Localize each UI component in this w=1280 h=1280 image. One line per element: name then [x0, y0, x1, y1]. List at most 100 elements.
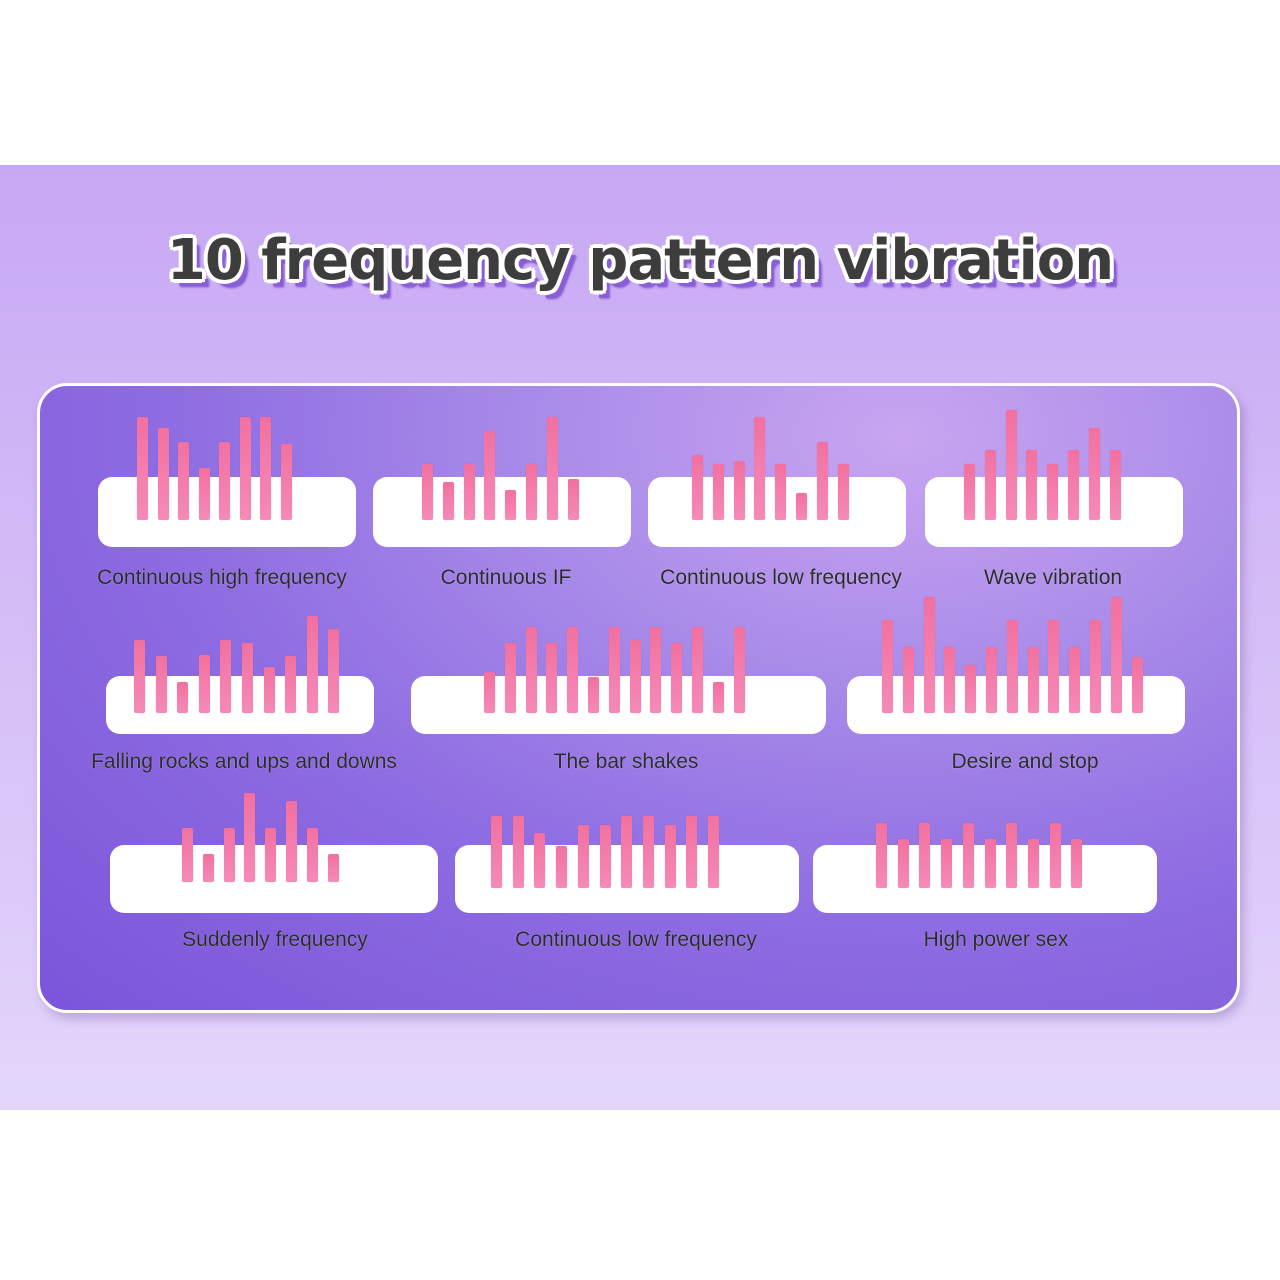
frequency-bar — [534, 833, 545, 888]
frequency-bar — [944, 647, 955, 713]
pattern-label: Suddenly frequency — [182, 928, 368, 951]
frequency-bar — [286, 801, 297, 882]
pattern-label: Falling rocks and ups and downs — [91, 750, 397, 773]
frequency-bar — [265, 828, 276, 882]
frequency-bar — [734, 461, 745, 520]
frequency-bar — [643, 816, 654, 888]
frequency-bar — [796, 493, 807, 520]
frequency-bar — [630, 640, 641, 713]
frequency-bar — [484, 672, 495, 713]
frequency-bar — [1006, 823, 1017, 888]
frequency-bar — [484, 431, 495, 520]
frequency-bar — [443, 482, 454, 520]
frequency-bar — [177, 682, 188, 713]
frequency-bar — [178, 442, 189, 520]
frequency-bar — [513, 816, 524, 888]
frequency-bar — [621, 816, 632, 888]
frequency-bar — [838, 464, 849, 520]
frequency-bar — [307, 828, 318, 882]
frequency-bar — [671, 643, 682, 713]
frequency-bar — [903, 647, 914, 713]
frequency-bar — [1068, 450, 1079, 520]
pattern-label: High power sex — [923, 928, 1069, 951]
frequency-bar — [240, 417, 251, 520]
frequency-bar — [817, 442, 828, 520]
frequency-bar — [686, 816, 697, 888]
pattern-label: Continuous IF — [440, 566, 572, 589]
frequency-bar — [422, 464, 433, 520]
frequency-bar — [328, 854, 339, 882]
frequency-bar — [220, 640, 231, 713]
frequency-bar — [924, 597, 935, 713]
frequency-bar — [882, 620, 893, 713]
frequency-bar — [734, 627, 745, 713]
frequency-bar — [567, 627, 578, 713]
frequency-bar — [986, 647, 997, 713]
frequency-bar — [941, 839, 952, 888]
frequency-bar — [898, 839, 909, 888]
frequency-bar — [182, 828, 193, 882]
frequency-bar — [713, 464, 724, 520]
frequency-bar — [199, 655, 210, 713]
frequency-bar — [199, 468, 210, 520]
pattern-label: Continuous low frequency — [515, 928, 757, 951]
frequency-bar — [137, 417, 148, 520]
pattern-card — [373, 477, 631, 547]
frequency-bar — [919, 823, 930, 888]
frequency-bar — [1090, 620, 1101, 713]
frequency-bar — [156, 656, 167, 713]
frequency-bar — [307, 616, 318, 713]
pattern-label: Wave vibration — [983, 566, 1123, 589]
frequency-bar — [665, 825, 676, 888]
frequency-bar — [526, 627, 537, 713]
frequency-bar — [242, 643, 253, 713]
frequency-bar — [1110, 450, 1121, 520]
frequency-bar — [1028, 839, 1039, 888]
frequency-bar — [965, 665, 976, 713]
frequency-bar — [692, 455, 703, 520]
frequency-bar — [1007, 620, 1018, 713]
frequency-bar — [876, 823, 887, 888]
frequency-bar — [219, 442, 230, 520]
frequency-bar — [546, 643, 557, 713]
pattern-label: Continuous high frequency — [97, 566, 347, 589]
frequency-bar — [963, 823, 974, 888]
frequency-bar — [650, 627, 661, 713]
frequency-bar — [224, 828, 235, 882]
frequency-bar — [1048, 620, 1059, 713]
frequency-bar — [1069, 647, 1080, 713]
frequency-bar — [775, 464, 786, 520]
frequency-bar — [1089, 428, 1100, 520]
frequency-bar — [600, 825, 611, 888]
frequency-bar — [692, 627, 703, 713]
frequency-bar — [505, 643, 516, 713]
frequency-bar — [281, 444, 292, 520]
frequency-bar — [464, 464, 475, 520]
frequency-bar — [285, 656, 296, 713]
pattern-label: Continuous low frequency — [660, 566, 902, 589]
frequency-bar — [1026, 450, 1037, 520]
frequency-bar — [134, 640, 145, 713]
frequency-bar — [754, 417, 765, 520]
page-title: 10 frequency pattern vibration — [166, 228, 1114, 293]
frequency-bar — [328, 629, 339, 713]
frequency-bar — [1111, 597, 1122, 713]
frequency-bar — [1047, 464, 1058, 520]
frequency-bar — [556, 846, 567, 888]
frequency-bar — [1028, 647, 1039, 713]
frequency-bar — [985, 839, 996, 888]
frequency-bar — [708, 816, 719, 888]
frequency-bar — [964, 464, 975, 520]
frequency-bar — [1050, 823, 1061, 888]
pattern-label: The bar shakes — [553, 750, 699, 773]
frequency-bar — [609, 627, 620, 713]
frequency-bar — [244, 793, 255, 882]
frequency-bar — [588, 677, 599, 713]
frequency-bar — [491, 816, 502, 888]
frequency-bar — [1132, 657, 1143, 713]
frequency-bar — [547, 417, 558, 520]
frequency-bar — [568, 479, 579, 520]
frequency-bar — [260, 417, 271, 520]
frequency-bar — [1071, 839, 1082, 888]
frequency-bar — [203, 854, 214, 882]
